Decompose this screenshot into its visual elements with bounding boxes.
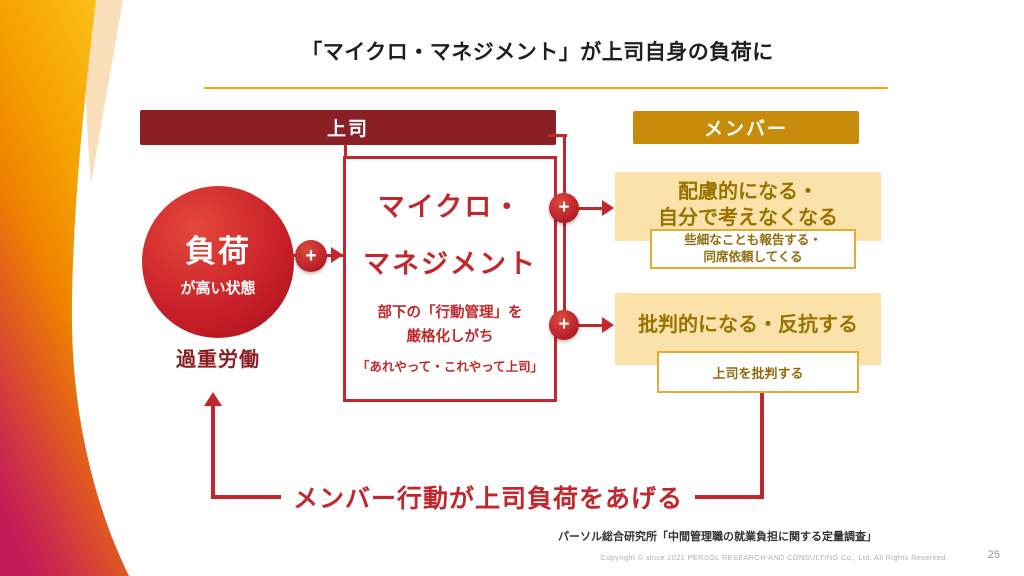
- micromanagement-box: マイクロ・ マネジメント 部下の「行動管理」を 厳格化しがち 「あれやって・これ…: [343, 156, 557, 402]
- arrow-up-icon: [204, 392, 222, 406]
- effect1-title-line1: 配慮的になる・: [678, 181, 818, 203]
- loop-right-line: [760, 393, 764, 497]
- swoosh-main-shape: [0, 0, 129, 576]
- slide-title: 「マイクロ・マネジメント」が上司自身の負荷に: [301, 41, 774, 64]
- copyright-text: Copyright © since 2021 PERSOL RESEARCH A…: [600, 553, 948, 562]
- plus-icon: +: [549, 310, 579, 340]
- overwork-label: 過重労働: [176, 349, 260, 371]
- source-citation: パーソル総合研究所「中間管理職の就業負担に関する定量調査」: [558, 531, 877, 543]
- plus-icon-glyph: +: [305, 244, 317, 267]
- effect2-detail-box: 上司を批判する: [657, 351, 859, 393]
- right-trunk-line: [563, 134, 566, 328]
- bar-to-box-connector: [344, 144, 347, 158]
- supervisor-header-label: 上司: [326, 119, 369, 140]
- micromanagement-subtitle: 部下の「行動管理」を 厳格化しがち: [346, 302, 554, 350]
- arrow-right-icon: [602, 317, 614, 333]
- feedback-label: メンバー行動が上司負荷をあげる: [223, 479, 753, 515]
- to-effect2-line: [578, 324, 604, 327]
- micromanagement-title-line1: マイクロ・: [377, 192, 523, 222]
- swoosh-highlight-shape: [84, 0, 123, 184]
- effect1-detail-box: 些細なことも報告する・ 同席依頼してくる: [650, 229, 856, 269]
- member-header-label: メンバー: [703, 119, 788, 140]
- effect1-detail-line2: 同席依頼してくる: [703, 250, 803, 264]
- member-header: メンバー: [633, 111, 859, 144]
- title-underline: [204, 87, 888, 89]
- effect2-detail: 上司を批判する: [712, 365, 804, 381]
- supervisor-header: 上司: [140, 110, 556, 145]
- plus-icon-glyph: +: [558, 197, 570, 218]
- effect1-detail-line1: 些細なことも報告する・: [684, 232, 822, 247]
- burden-circle-main-label: 負荷: [185, 234, 251, 269]
- feedback-label-text: メンバー行動が上司負荷をあげる: [280, 479, 695, 515]
- to-effect1-line: [578, 207, 604, 210]
- arrow-right-icon: [602, 200, 614, 216]
- burden-circle-sub-label: が高い状態: [180, 280, 256, 297]
- page-number: 25: [987, 549, 1000, 561]
- micromanagement-subtitle-line2: 厳格化しがち: [406, 329, 494, 346]
- plus-icon: +: [295, 240, 327, 272]
- arrow-right-icon: [331, 247, 343, 263]
- left-swoosh-decoration: [0, 0, 129, 576]
- burden-circle: 負荷 が高い状態: [142, 186, 294, 338]
- bar-right-stub-line: [548, 134, 567, 137]
- micromanagement-title-line2: マネジメント: [363, 248, 537, 279]
- effect2-title: 批判的になる・反抗する: [638, 314, 858, 336]
- loop-left-line: [211, 404, 215, 499]
- micromanagement-title: マイクロ・ マネジメント: [346, 179, 554, 292]
- plus-icon: +: [549, 193, 579, 223]
- effect1-title-line2: 自分で考えなくなる: [658, 207, 838, 229]
- micromanagement-subtitle-line1: 部下の「行動管理」を: [377, 305, 523, 322]
- plus-icon-glyph: +: [558, 314, 570, 335]
- micromanagement-quote: 「あれやって・これやって上司」: [356, 360, 544, 375]
